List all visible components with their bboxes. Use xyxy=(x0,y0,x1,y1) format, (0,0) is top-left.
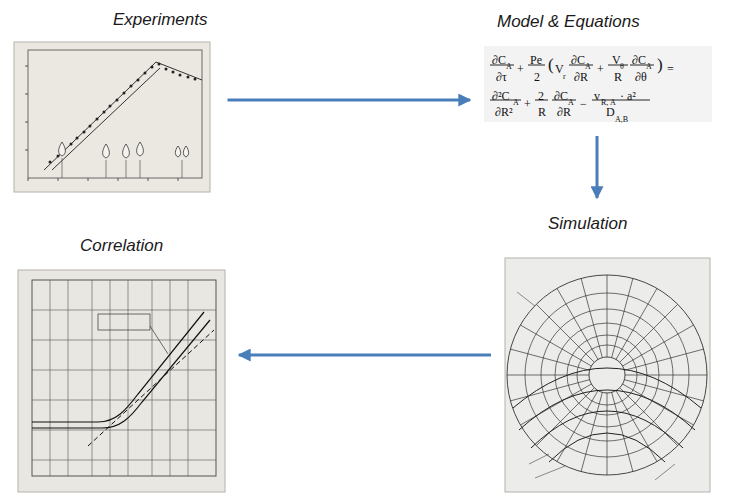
trend-line xyxy=(44,62,202,170)
equation-term: A xyxy=(506,63,512,71)
experiment-chart xyxy=(14,42,210,192)
stage-panel: Correlation xyxy=(18,236,225,492)
equation-term: R xyxy=(614,71,622,83)
correlation-curve xyxy=(32,320,210,428)
note-box xyxy=(98,314,150,330)
equation-term: ∂²C xyxy=(492,90,510,102)
equation-term: ∂C xyxy=(554,90,568,102)
equation-term: R xyxy=(538,106,546,118)
equation-term: − xyxy=(580,98,587,110)
equation-term: D xyxy=(606,106,615,118)
equation-term: ∂R xyxy=(557,106,571,118)
streamlines xyxy=(513,368,701,462)
equation-term: = xyxy=(667,63,674,75)
plot-frame xyxy=(28,50,202,178)
equation-term: + xyxy=(597,63,604,75)
equation-term: ∂C xyxy=(632,54,646,66)
equation-term: ) xyxy=(657,56,663,73)
equation-term: v xyxy=(594,90,600,102)
equation-term: ∂C xyxy=(571,54,585,66)
flow-arrow xyxy=(227,99,470,102)
data-points xyxy=(49,63,197,164)
equation-term: ∂R² xyxy=(495,106,513,118)
equation-ground xyxy=(484,46,712,122)
equation-term: 2 xyxy=(534,71,540,83)
grid-circle xyxy=(567,335,647,415)
grid-circle xyxy=(541,309,673,441)
stage-panel: Simulation xyxy=(505,212,710,492)
drop-leaders xyxy=(62,158,182,178)
equation-term: V xyxy=(612,54,621,66)
paper-ground xyxy=(14,42,210,192)
correlation-chart xyxy=(18,270,225,492)
grid-circle xyxy=(507,275,707,475)
paper-ground xyxy=(505,258,710,492)
equation-term: A xyxy=(646,63,652,71)
equation-term: θ xyxy=(620,63,624,71)
simulation-grid xyxy=(505,258,710,492)
panel-title: Model & Equations xyxy=(497,12,640,32)
equation-term: V xyxy=(555,63,564,75)
particle-core xyxy=(589,357,625,393)
equation-term: ∂τ xyxy=(496,71,507,83)
equation-term: ( xyxy=(548,56,554,73)
panel-title: Correlation xyxy=(80,236,163,256)
log-grid xyxy=(32,280,216,476)
equation-term: · a² xyxy=(620,90,636,102)
equation-term: A xyxy=(585,63,591,71)
panel-title: Experiments xyxy=(113,10,207,30)
stage-panel: Experiments xyxy=(14,10,213,195)
equation-term: 2 xyxy=(538,90,544,102)
equation-term: ∂θ xyxy=(635,71,647,83)
equation-term: + xyxy=(517,63,524,75)
paper-ground xyxy=(18,270,225,492)
grid-circle xyxy=(577,345,637,405)
asymptote-line xyxy=(88,330,214,446)
axis-ticks xyxy=(25,66,178,181)
equation-term: Pe xyxy=(530,54,542,66)
drop-shapes xyxy=(59,142,189,158)
equation-panel xyxy=(484,46,712,122)
correlation-curve xyxy=(32,312,204,422)
equation-term: + xyxy=(524,98,531,110)
equation-term: A xyxy=(513,99,519,107)
plot-frame xyxy=(32,280,216,476)
radial-lines xyxy=(507,275,707,475)
equation-term: A,B xyxy=(615,116,628,124)
equation-term: r xyxy=(563,73,566,81)
flow-arrow xyxy=(239,354,491,357)
equation-term: ∂C xyxy=(492,54,506,66)
flow-arrow xyxy=(596,136,599,198)
panel-title: Simulation xyxy=(548,214,627,234)
equation-term: ∂R xyxy=(574,71,588,83)
leader-lines xyxy=(517,292,675,480)
note-leader xyxy=(150,326,168,354)
